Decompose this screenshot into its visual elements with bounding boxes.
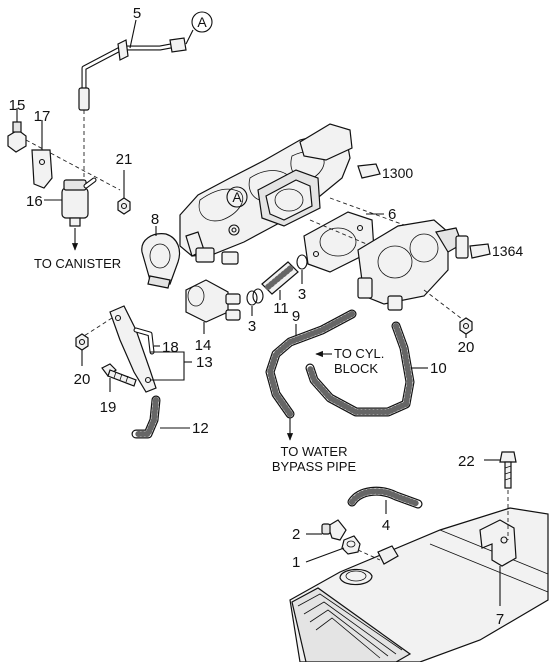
- leader-13: [150, 351, 185, 381]
- note-to-canister: TO CANISTER: [34, 256, 121, 271]
- hose-part-9: [265, 309, 357, 419]
- callout-2: 2: [292, 526, 300, 543]
- iac-valve-part-14: [185, 279, 241, 334]
- ref-1300-group: 1300: [357, 163, 413, 181]
- callout-3-left: 3: [248, 318, 256, 335]
- throttle-body: [357, 219, 469, 311]
- callout-17: 17: [34, 108, 51, 125]
- callout-1: 1: [292, 554, 300, 571]
- nut-part-20-left: [75, 333, 89, 366]
- callout-13: 13: [196, 354, 213, 371]
- callout-10: 10: [430, 360, 447, 377]
- bolt-part-22: [484, 451, 517, 489]
- callout-19: 19: [100, 399, 117, 416]
- note-cyl-line1: TO CYL.: [334, 346, 384, 361]
- hose-part-12: [131, 395, 190, 439]
- hose-part-10: [305, 321, 428, 417]
- callout-7: 7: [496, 611, 504, 628]
- callout-20-right: 20: [458, 339, 475, 356]
- callout-8: 8: [151, 211, 159, 228]
- nut-part-20-right: [459, 317, 473, 338]
- callout-9: 9: [292, 308, 300, 325]
- note-water-line2: BYPASS PIPE: [272, 459, 357, 474]
- vacuum-pipe-part-5: [78, 19, 194, 111]
- clamp-part-8: [141, 226, 181, 289]
- clamp-part-3-left: [246, 288, 264, 316]
- clamp-part-3-right: [296, 254, 308, 284]
- ref-1300: 1300: [382, 165, 413, 181]
- callout-15: 15: [9, 97, 26, 114]
- alignment-line-nut-left: [83, 317, 113, 337]
- marker-a-manifold: A: [226, 186, 248, 208]
- bracket-part-17: [31, 120, 53, 189]
- cap-part-1: [305, 535, 361, 563]
- callout-6: 6: [388, 206, 396, 223]
- callout-16: 16: [26, 193, 43, 210]
- marker-a-top-label: A: [197, 14, 207, 30]
- bracket-part-7: [479, 519, 517, 606]
- hose-part-4: [347, 486, 423, 514]
- alignment-line-nut-right: [423, 289, 467, 323]
- callout-21: 21: [116, 151, 133, 168]
- marker-a-manifold-label: A: [232, 189, 242, 205]
- sensor-part-15: [7, 108, 27, 153]
- bracket-part-18: [109, 305, 157, 393]
- nut-part-21: [117, 170, 131, 215]
- ref-1364: 1364: [492, 243, 523, 259]
- callout-20-left: 20: [74, 371, 91, 388]
- ref-1364-group: 1364: [469, 243, 523, 259]
- marker-a-top: A: [191, 11, 213, 33]
- callout-5: 5: [133, 5, 141, 22]
- callout-11: 11: [273, 300, 289, 317]
- callout-12: 12: [192, 420, 209, 437]
- callout-18: 18: [162, 339, 179, 356]
- callout-22: 22: [458, 453, 475, 470]
- fitting-part-2: [306, 519, 347, 541]
- purge-valve-part-16: [44, 177, 97, 227]
- note-water-line1: TO WATER: [281, 444, 348, 459]
- note-cyl-line2: BLOCK: [334, 361, 378, 376]
- callout-4: 4: [382, 517, 390, 534]
- callout-14: 14: [195, 337, 212, 354]
- bolt-part-19: [101, 363, 137, 392]
- callout-3-right: 3: [298, 286, 306, 303]
- hose-part-11: [261, 261, 299, 300]
